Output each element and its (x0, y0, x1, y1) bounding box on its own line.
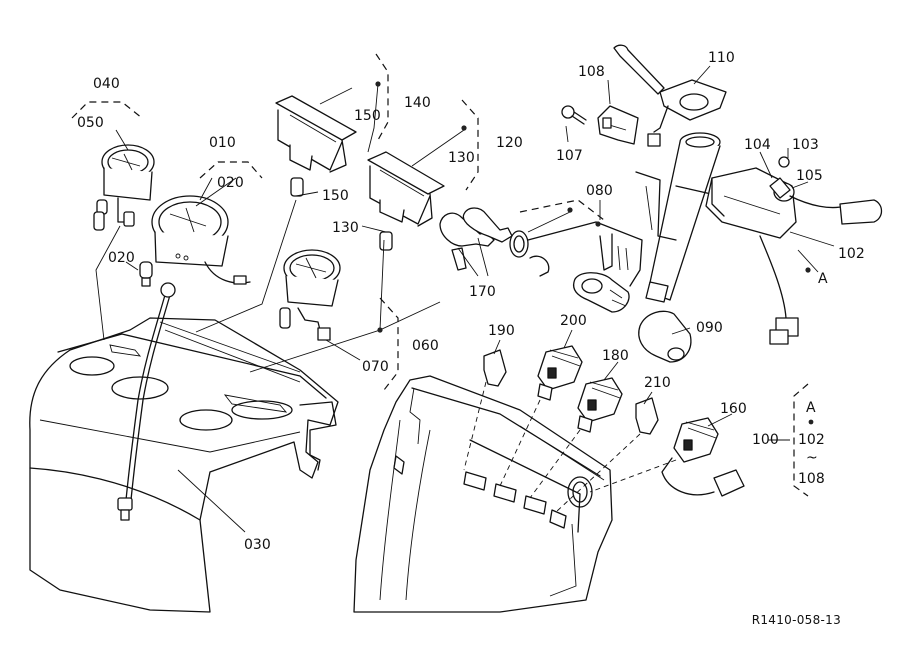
label-102: 102 (838, 246, 865, 262)
switch-cover-090 (638, 310, 692, 363)
group-dots (375, 81, 811, 333)
label-060: 060 (412, 338, 439, 354)
socket-160 (661, 417, 745, 497)
socket-200 (537, 345, 583, 401)
lever-switch-110 (613, 44, 727, 147)
ring-nut (509, 230, 529, 258)
group-100-to: 108 (798, 471, 825, 487)
label-020-top: 020 (217, 175, 244, 191)
gauge-060 (279, 249, 341, 341)
label-110: 110 (708, 50, 735, 66)
label-050: 050 (77, 115, 104, 131)
label-070: 070 (362, 359, 389, 375)
switch-130 (367, 151, 445, 251)
label-point-a: A (818, 271, 828, 287)
part-labels: 040 050 010 020 020 030 150 140 150 130 … (77, 50, 865, 553)
label-180: 180 (602, 348, 629, 364)
label-200: 200 (560, 313, 587, 329)
label-100: 100 (752, 432, 779, 448)
group-100-tilde: ~ (806, 450, 818, 466)
label-170: 170 (469, 284, 496, 300)
combination-switch-102 (705, 156, 883, 345)
group-100-ref-a: A (806, 400, 816, 416)
group-100-callout: A 102 ~ 108 (798, 400, 825, 487)
steering-column (635, 132, 721, 303)
label-010: 010 (209, 135, 236, 151)
label-108: 108 (578, 64, 605, 80)
front-panel (353, 375, 613, 613)
dashboard-housing (29, 317, 339, 613)
dashed-group-lines (71, 53, 809, 497)
label-105: 105 (796, 168, 823, 184)
label-103: 103 (792, 137, 819, 153)
label-150-top: 150 (354, 108, 381, 124)
tachometer-cable-030 (117, 282, 176, 521)
label-020-bulb: 020 (108, 250, 135, 266)
label-040: 040 (93, 76, 120, 92)
gauge-040 (93, 144, 155, 231)
label-130-left: 130 (332, 220, 359, 236)
label-120: 120 (496, 135, 523, 151)
gauge-010 (139, 195, 251, 287)
label-210: 210 (644, 375, 671, 391)
label-107: 107 (556, 148, 583, 164)
group-100-from: 102 (798, 432, 825, 448)
drawing-code: R1410-058-13 (751, 613, 841, 627)
switch-150-top (275, 95, 357, 197)
bracket-108 (597, 105, 639, 145)
ignition-keys-170 (439, 207, 513, 271)
label-030: 030 (244, 537, 271, 553)
bolt-107 (561, 105, 587, 125)
label-130-right: 130 (448, 150, 475, 166)
clip-190 (483, 349, 507, 387)
socket-180 (577, 377, 623, 433)
clip-210 (635, 397, 659, 435)
label-150-mid: 150 (322, 188, 349, 204)
key-switch-bracket-080 (527, 221, 643, 313)
label-104: 104 (744, 137, 771, 153)
label-140: 140 (404, 95, 431, 111)
label-090: 090 (696, 320, 723, 336)
label-080: 080 (586, 183, 613, 199)
label-160: 160 (720, 401, 747, 417)
label-190: 190 (488, 323, 515, 339)
